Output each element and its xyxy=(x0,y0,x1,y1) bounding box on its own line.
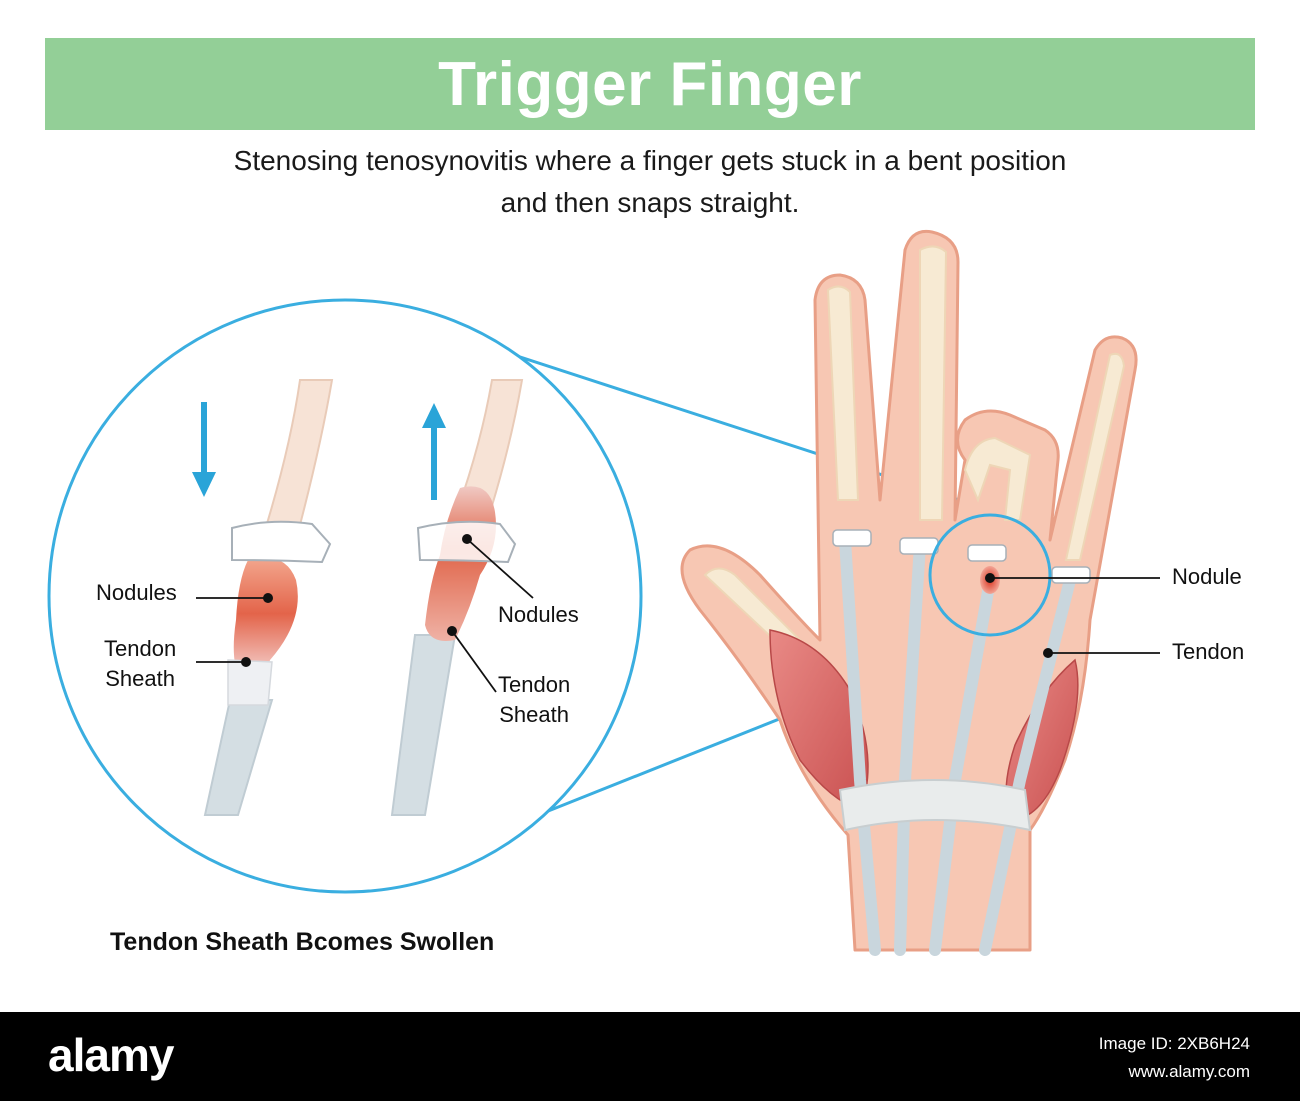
down-arrow-icon xyxy=(192,402,216,497)
hand-tendon-label: Tendon xyxy=(1172,639,1245,664)
wrist-retinaculum xyxy=(838,779,1032,832)
left-nodules-label: Nodules xyxy=(96,580,177,605)
pulley-ring xyxy=(967,544,1007,562)
footer-image-id: Image ID: 2XB6H24 xyxy=(1098,1034,1250,1053)
ring-bent-bone xyxy=(963,436,1032,521)
index-bone xyxy=(826,285,860,501)
right-sheath-label-line1: Tendon xyxy=(498,672,571,697)
hand-nodule-label: Nodule xyxy=(1172,564,1242,589)
footer-bar: alamy Image ID: 2XB6H24 www.alamy.com xyxy=(0,1012,1300,1101)
left-pulley xyxy=(231,520,332,564)
pinky-bone xyxy=(1064,352,1126,561)
right-nodules-label: Nodules xyxy=(498,602,579,627)
left-sheath-label-line1: Tendon xyxy=(104,636,177,661)
middle-bone xyxy=(919,245,948,521)
left-sheath-label-line2: Sheath xyxy=(105,666,175,691)
caption: Tendon Sheath Bcomes Swollen xyxy=(110,928,495,956)
tendon-index xyxy=(839,534,881,956)
right-sheath-label: Tendon Sheath xyxy=(498,670,570,730)
thumb-bone xyxy=(703,567,802,652)
tendon-pinky xyxy=(979,574,1076,956)
footer-brand-logo: alamy xyxy=(48,1029,174,1081)
footer-site: www.alamy.com xyxy=(1128,1062,1250,1081)
pulley-middle xyxy=(899,537,939,555)
right-sheath-leader xyxy=(451,630,497,693)
left-tendon-illustration xyxy=(192,379,334,816)
right-nodules-leader xyxy=(466,538,534,599)
left-sheath-label: Tendon Sheath xyxy=(104,634,176,694)
trigger-finger-diagram xyxy=(47,229,1160,956)
hand-illustration xyxy=(680,229,1138,956)
left-sheath-dot xyxy=(241,657,251,667)
left-sheath-bottom xyxy=(227,659,273,706)
hand-zoom-circle xyxy=(928,513,1052,637)
page-title: Trigger Finger xyxy=(438,49,862,119)
subtitle: Stenosing tenosynovitis where a finger g… xyxy=(100,140,1200,224)
right-sheath-dot xyxy=(447,626,457,636)
right-tendon-illustration xyxy=(390,379,524,816)
pulley-index xyxy=(832,529,872,547)
left-nodules-dot xyxy=(263,593,273,603)
subtitle-line-1: Stenosing tenosynovitis where a finger g… xyxy=(233,145,1067,176)
subtitle-line-2: and then snaps straight. xyxy=(500,187,800,218)
pulley-pinky xyxy=(1051,566,1091,584)
up-arrow-icon xyxy=(422,403,446,500)
title-banner: Trigger Finger xyxy=(45,38,1255,130)
right-sheath-label-line2: Sheath xyxy=(499,702,569,727)
left-nodule xyxy=(233,557,298,683)
right-nodules-dot xyxy=(462,534,472,544)
hand-tendon-dot xyxy=(1043,648,1053,658)
footer-meta: Image ID: 2XB6H24 www.alamy.com xyxy=(1099,1030,1250,1086)
hand-nodule-dot xyxy=(985,573,995,583)
